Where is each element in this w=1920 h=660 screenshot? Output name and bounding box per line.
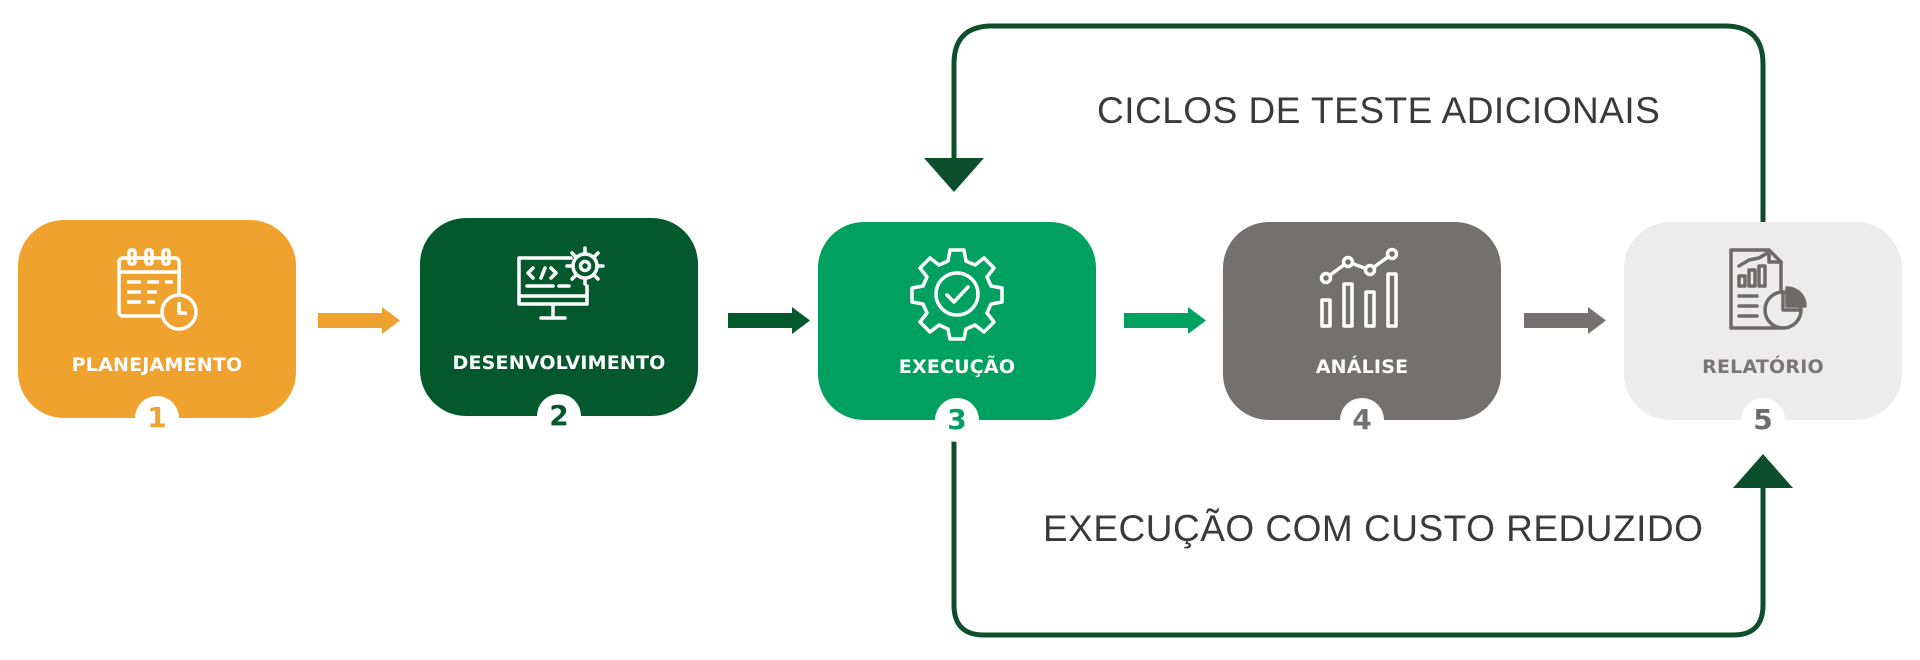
step-number-badge: 5	[1741, 398, 1785, 442]
step-label: EXECUÇÃO	[898, 356, 1016, 378]
calendar-clock-icon	[117, 248, 198, 331]
step-label: PLANEJAMENTO	[71, 354, 243, 376]
report-chart-icon	[1729, 248, 1807, 330]
step-execucao: EXECUÇÃO 3	[818, 222, 1096, 442]
step-analise: ANÁLISE 4	[1223, 222, 1501, 442]
loop-top-arrowhead	[924, 158, 984, 192]
step-desenvolvimento: DESENVOLVIMENTO 2	[420, 218, 698, 438]
code-monitor-gear-icon	[517, 246, 605, 320]
gear-check-icon	[910, 248, 1004, 341]
step-label: ANÁLISE	[1315, 356, 1409, 378]
arrow-4-5	[1524, 307, 1606, 334]
arrow-3-4	[1124, 307, 1206, 334]
bar-line-chart-icon	[1319, 247, 1399, 328]
step-number-badge: 1	[135, 396, 179, 440]
step-label: RELATÓRIO	[1702, 356, 1824, 378]
loop-bottom-label: EXECUÇÃO COM CUSTO REDUZIDO	[1043, 508, 1704, 549]
step-label: DESENVOLVIMENTO	[452, 352, 666, 374]
step-number-badge: 3	[935, 398, 979, 442]
loop-bottom-line	[951, 440, 1766, 638]
arrow-2-3	[728, 307, 810, 334]
loop-top-line	[951, 23, 1766, 222]
step-planejamento: PLANEJAMENTO 1	[18, 220, 296, 440]
arrow-1-2	[318, 307, 400, 334]
step-number-badge: 2	[537, 394, 581, 438]
loop-bottom-arrowhead	[1733, 454, 1793, 488]
step-number-badge: 4	[1340, 398, 1384, 442]
step-relatorio: RELATÓRIO 5	[1624, 222, 1902, 442]
loop-top-label: CICLOS DE TESTE ADICIONAIS	[1097, 90, 1661, 131]
